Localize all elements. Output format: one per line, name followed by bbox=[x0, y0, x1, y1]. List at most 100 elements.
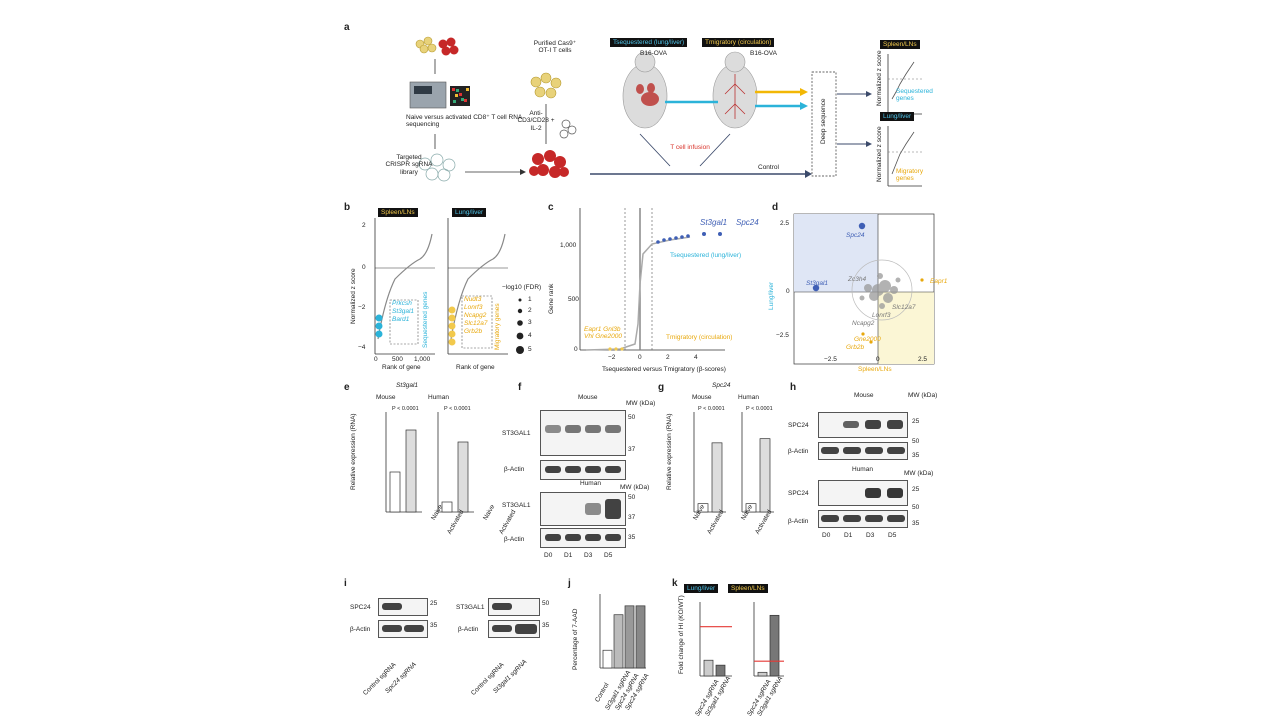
panel-h-mw0: 25 bbox=[912, 418, 920, 425]
panel-c-xlabel: Tsequestered versus Tmigratory (β-scores… bbox=[602, 366, 726, 373]
panel-b-legend-title: −log10 (FDR) bbox=[502, 284, 542, 291]
panel-f-blot1 bbox=[540, 410, 626, 456]
panel-f-d3: D3 bbox=[584, 552, 593, 559]
panel-k-bar-lung-spc24 bbox=[703, 659, 714, 677]
panel-i-mw0: 25 bbox=[430, 600, 438, 607]
panel-b-ylabel: Normalized z score bbox=[350, 268, 357, 324]
panel-h-mw2: 35 bbox=[912, 452, 920, 459]
panel-a-deep: Deep sequence bbox=[820, 98, 827, 144]
panel-b-xlabel1: Rank of gene bbox=[382, 364, 421, 371]
panel-c-left-ann: Eapr1 Gnl3b Vhl Gne2000 bbox=[584, 326, 622, 341]
panel-d-gene-1: St3gal1 bbox=[806, 280, 829, 287]
panel-c-xtick-1: 0 bbox=[638, 354, 642, 361]
panel-b-side-yel: Migratory genes bbox=[494, 303, 501, 350]
panel-e-p2: P < 0.0001 bbox=[444, 406, 471, 412]
panel-i-blot3 bbox=[488, 598, 540, 616]
panel-h-actin2: β-Actin bbox=[788, 518, 809, 525]
panel-e-bar-mouse-activated bbox=[405, 429, 417, 513]
panel-c-ytick-0: 1,000 bbox=[560, 242, 577, 249]
panel-h-blot4 bbox=[818, 510, 908, 528]
panel-f-d0: D0 bbox=[544, 552, 553, 559]
panel-b-ytick-1: 0 bbox=[362, 264, 366, 271]
panel-a-lib-label: Targeted CRISPR sgRNA library bbox=[385, 154, 433, 176]
panel-i-blot2 bbox=[378, 620, 428, 638]
panel-b-legend-4: 5 bbox=[528, 346, 532, 353]
panel-d-ylabel: Lung/liver bbox=[768, 281, 775, 310]
panel-h-spc: SPC24 bbox=[788, 422, 809, 429]
panel-b-gene-y2: Ncapg2 bbox=[464, 312, 487, 319]
panel-h-d0: D0 bbox=[822, 532, 831, 539]
panel-a-control: Control bbox=[758, 164, 779, 171]
panel-e-bar-mouse-naive bbox=[389, 471, 401, 513]
panel-g-bar-mouse-naive bbox=[697, 503, 709, 513]
panel-e-ylabel: Relative expression (RNA) bbox=[350, 413, 357, 490]
panel-f-st: ST3GAL1 bbox=[502, 430, 531, 437]
panel-j-ylabel: Percentage of 7-AAD bbox=[572, 608, 579, 670]
panel-c-xtick-0: −2 bbox=[608, 354, 616, 361]
panel-d-letter: d bbox=[772, 202, 779, 213]
panel-a-seq-genes: Sequestered genes bbox=[896, 88, 933, 103]
panel-h-blot2 bbox=[818, 442, 908, 460]
panel-a-spleen-tag: Spleen/LNs bbox=[880, 40, 920, 49]
panel-c-plot bbox=[579, 208, 725, 351]
panel-d-plot bbox=[793, 213, 935, 365]
panel-i-st: ST3GAL1 bbox=[456, 604, 485, 611]
panel-a-letter: a bbox=[344, 22, 350, 33]
panel-h-mw1: 50 bbox=[912, 438, 920, 445]
panel-g-p1: P < 0.0001 bbox=[698, 406, 725, 412]
panel-f-mw0: 50 bbox=[628, 414, 636, 421]
panel-j-bar-3 bbox=[635, 605, 646, 669]
panel-b-gene-y1: Lonrf3 bbox=[464, 304, 483, 311]
panel-k-tag2: Spleen/LNs bbox=[728, 584, 768, 593]
panel-b-gene-y3: Slc12a7 bbox=[464, 320, 488, 327]
panel-h-blot3 bbox=[818, 480, 908, 506]
panel-i-mw3: 35 bbox=[542, 622, 550, 629]
panel-a-tseq-tag: Tsequestered (lung/liver) bbox=[610, 38, 688, 47]
panel-f-mw2a: 50 bbox=[628, 494, 636, 501]
panel-d-xlabel: Spleen/LNs bbox=[858, 366, 892, 373]
panel-b-legend-2: 3 bbox=[528, 319, 532, 326]
panel-d-ytick-0: 2.5 bbox=[780, 220, 790, 227]
panel-a-mig-genes: Migratory genes bbox=[896, 168, 924, 183]
panel-k-ylabel: Fold change of HI (KO/WT) bbox=[678, 595, 685, 674]
panel-h-mw-2: MW (kDa) bbox=[904, 470, 934, 477]
panel-d-gene-2: Zc3h4 bbox=[848, 276, 867, 283]
panel-a-purified: Purified Cas9⁺ OT-I T cells bbox=[533, 40, 577, 55]
panel-f-mw4: 35 bbox=[628, 534, 636, 541]
panel-i-blot4 bbox=[488, 620, 540, 638]
panel-h-letter: h bbox=[790, 382, 797, 393]
panel-b-ytick-2: −2 bbox=[358, 304, 366, 311]
panel-f-blot2 bbox=[540, 460, 626, 480]
panel-a-nz1: Normalized z score bbox=[876, 50, 883, 106]
panel-c-g1: St3gal1 bbox=[700, 218, 728, 227]
panel-f-mw2: MW (kDa) bbox=[620, 484, 650, 491]
panel-f-mw: MW (kDa) bbox=[626, 400, 656, 407]
panel-h-spc2: SPC24 bbox=[788, 490, 809, 497]
panel-a-anti: Anti-CD3/CD28 + IL-2 bbox=[517, 110, 555, 132]
panel-f-d5: D5 bbox=[604, 552, 613, 559]
panel-h-mw4: 50 bbox=[912, 504, 920, 511]
panel-j-bar-2 bbox=[624, 605, 635, 669]
panel-j-letter: j bbox=[568, 578, 571, 589]
panel-h-mouse: Mouse bbox=[854, 392, 874, 399]
panel-b-ytick-0: 2 bbox=[362, 222, 366, 229]
panel-e-x2: Activated bbox=[446, 508, 466, 536]
panel-g-bar-human-activated bbox=[759, 438, 771, 513]
panel-d-gene-0: Spc24 bbox=[846, 232, 865, 239]
panel-h-blot1 bbox=[818, 412, 908, 438]
panel-f-mw3: 37 bbox=[628, 514, 636, 521]
panel-h-mw5: 35 bbox=[912, 520, 920, 527]
panel-k-bar-spleen-spc24 bbox=[757, 671, 768, 677]
panel-c-ytick-2: 0 bbox=[574, 346, 578, 353]
panel-e-mouse: Mouse bbox=[376, 394, 396, 401]
panel-b-tag2: Lung/liver bbox=[452, 208, 487, 217]
panel-d-ytick-2: −2.5 bbox=[776, 332, 789, 339]
panel-c-ytick-1: 500 bbox=[568, 296, 579, 303]
panel-g-x2: Activated bbox=[706, 508, 726, 536]
panel-b-legend-1: 2 bbox=[528, 307, 532, 314]
panel-d-ytick-1: 0 bbox=[786, 288, 790, 295]
panel-i-spc: SPC24 bbox=[350, 604, 371, 611]
panel-g-bar-mouse-activated bbox=[711, 442, 723, 513]
panel-k-bar-spleen-st3gal1 bbox=[769, 614, 780, 677]
panel-e-bar-human-activated bbox=[457, 441, 469, 513]
